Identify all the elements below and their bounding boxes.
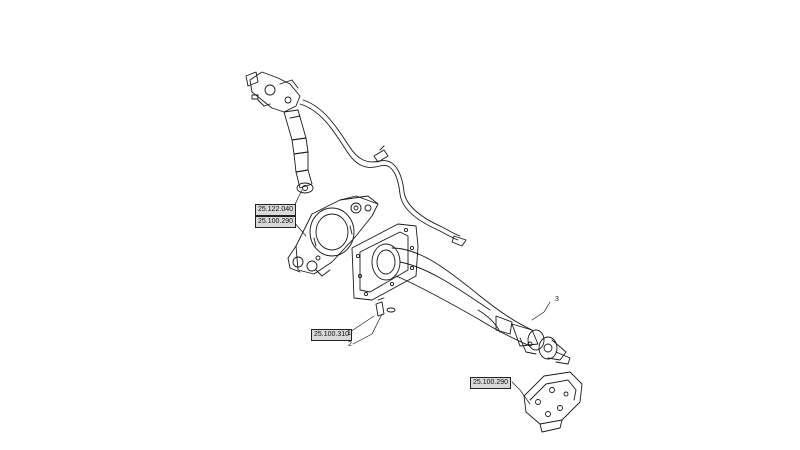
steering-cylinder [245, 71, 314, 194]
callout-1: 1 [347, 330, 351, 337]
reference-label-cylinder: 25.122.040 [255, 204, 297, 216]
leader-lines [292, 189, 551, 405]
hydraulic-pipe [299, 99, 467, 247]
bolt-and-washer [375, 297, 396, 317]
output-shaft-joint [511, 323, 571, 365]
reference-label-bracket: 25.100.290 [470, 377, 512, 389]
axle-trumpet [351, 223, 533, 347]
reference-label-bolt: 25.100.310 [311, 329, 353, 341]
support-bracket [523, 371, 583, 433]
axle-housing-ring [287, 195, 379, 277]
callout-2: 2 [348, 341, 352, 348]
callout-3: 3 [555, 296, 559, 303]
reference-label-housing: 25.100.290 [255, 216, 297, 228]
